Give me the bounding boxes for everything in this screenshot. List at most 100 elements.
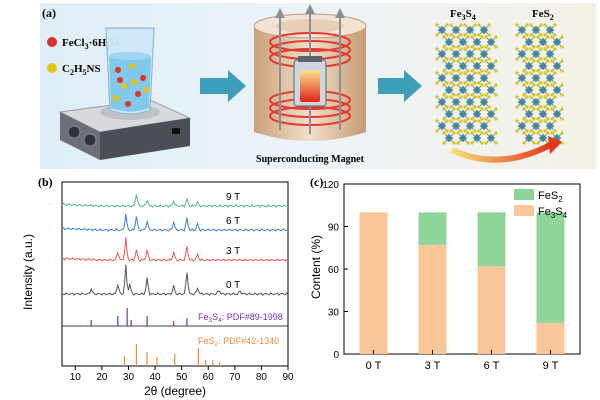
lattice-atom bbox=[536, 69, 540, 73]
lattice-atom bbox=[550, 35, 554, 39]
lattice-atom bbox=[473, 119, 477, 123]
process-arrow-icon bbox=[200, 70, 246, 102]
lattice-atom bbox=[546, 69, 550, 73]
lattice-atom bbox=[456, 69, 460, 73]
lattice-atom bbox=[543, 119, 547, 123]
lattice-atom bbox=[543, 129, 547, 133]
lattice-atom bbox=[546, 131, 550, 135]
lattice-atom bbox=[459, 33, 463, 37]
lattice-atom bbox=[484, 35, 488, 39]
lattice-atom bbox=[522, 107, 526, 111]
lattice-atom bbox=[477, 23, 481, 27]
lattice-atom bbox=[466, 107, 470, 111]
lattice-atom bbox=[435, 105, 439, 109]
lattice-atom bbox=[445, 57, 449, 61]
legend-swatch-fe3s4 bbox=[514, 205, 534, 216]
lattice-atom bbox=[494, 107, 498, 111]
lattice-atom bbox=[525, 57, 529, 61]
lattice-atom bbox=[435, 81, 439, 85]
y-tick-label: 120 bbox=[322, 180, 339, 191]
lattice-atom bbox=[494, 69, 498, 73]
lattice-atom bbox=[543, 81, 547, 85]
xrd-x-tick-label: 10 bbox=[70, 372, 82, 383]
lattice-atom bbox=[539, 23, 543, 27]
lattice-atom bbox=[449, 47, 453, 51]
x-tick-label: 3 T bbox=[425, 360, 441, 372]
lattice-atom bbox=[442, 45, 446, 49]
lattice-atom bbox=[435, 119, 439, 123]
lattice-atom bbox=[435, 57, 439, 61]
lattice-atom bbox=[442, 69, 446, 73]
lattice-atom bbox=[532, 59, 536, 63]
lattice-atom bbox=[532, 35, 536, 39]
x-tick-label: 9 T bbox=[543, 360, 559, 372]
lattice-atom bbox=[525, 47, 529, 51]
lattice-atom bbox=[463, 105, 467, 109]
lattice-atom bbox=[529, 33, 533, 37]
lattice-atom bbox=[532, 117, 536, 121]
lattice-atom bbox=[435, 23, 439, 27]
lattice-atom bbox=[477, 119, 481, 123]
lattice-atom bbox=[515, 57, 519, 61]
ref-fe3s4-label: Fe3S4: PDF#89-1998 bbox=[198, 312, 283, 324]
lattice-atom bbox=[494, 83, 498, 87]
panel-b-xlabel: 2θ (degree) bbox=[144, 384, 206, 398]
lattice-atom bbox=[449, 129, 453, 133]
lattice-atom bbox=[560, 131, 564, 135]
lattice-atom bbox=[494, 141, 498, 145]
xrd-trace-label: 9 T bbox=[226, 192, 240, 203]
bar-fes2-9t bbox=[536, 212, 565, 323]
lattice-atom bbox=[456, 141, 460, 145]
panel-c-ylabel: Content (%) bbox=[309, 235, 323, 299]
lattice-atom bbox=[473, 57, 477, 61]
lattice-atom bbox=[522, 69, 526, 73]
lattice-atom bbox=[553, 57, 557, 61]
lattice-atom bbox=[487, 23, 491, 27]
lattice-atom bbox=[536, 35, 540, 39]
lattice-atom bbox=[480, 59, 484, 63]
lattice-atom bbox=[445, 105, 449, 109]
lattice-atom bbox=[529, 105, 533, 109]
lattice-atom bbox=[532, 69, 536, 73]
lattice-atom bbox=[470, 93, 474, 97]
lattice-atom bbox=[456, 45, 460, 49]
lattice-atom bbox=[536, 93, 540, 97]
lattice-atom bbox=[459, 105, 463, 109]
lattice-atom bbox=[477, 47, 481, 51]
bar-fe3s4-6t bbox=[477, 266, 506, 354]
lattice-atom bbox=[532, 141, 536, 145]
panel-b-label: (b) bbox=[38, 175, 53, 189]
lattice-atom bbox=[449, 105, 453, 109]
lattice-atom bbox=[463, 33, 467, 37]
lattice-atom bbox=[442, 93, 446, 97]
y-tick-label: 30 bbox=[328, 308, 340, 319]
lattice-atom bbox=[445, 95, 449, 99]
lattice-atom bbox=[494, 59, 498, 63]
lattice-atom bbox=[543, 23, 547, 27]
bar-fe3s4-9t bbox=[536, 322, 565, 354]
lattice-atom bbox=[466, 59, 470, 63]
lattice-atom bbox=[470, 83, 474, 87]
lattice-atom bbox=[525, 71, 529, 75]
lattice-atom bbox=[477, 95, 481, 99]
lattice-atom bbox=[445, 81, 449, 85]
lattice-atom bbox=[470, 35, 474, 39]
lattice-atom bbox=[560, 69, 564, 73]
lattice-atom bbox=[480, 117, 484, 121]
lattice-atom bbox=[539, 33, 543, 37]
lattice-atom bbox=[539, 81, 543, 85]
lattice-atom bbox=[487, 81, 491, 85]
lattice-atom bbox=[442, 141, 446, 145]
lattice-atom bbox=[445, 119, 449, 123]
lattice-atom bbox=[473, 95, 477, 99]
lattice-atom bbox=[560, 35, 564, 39]
lattice-atom bbox=[452, 83, 456, 87]
lattice-atom bbox=[525, 33, 529, 37]
stacked-bars bbox=[359, 212, 565, 354]
lattice-atom bbox=[529, 23, 533, 27]
lattice-atom bbox=[473, 71, 477, 75]
lattice-atom bbox=[442, 107, 446, 111]
lattice-atom bbox=[435, 71, 439, 75]
lattice-atom bbox=[463, 119, 467, 123]
